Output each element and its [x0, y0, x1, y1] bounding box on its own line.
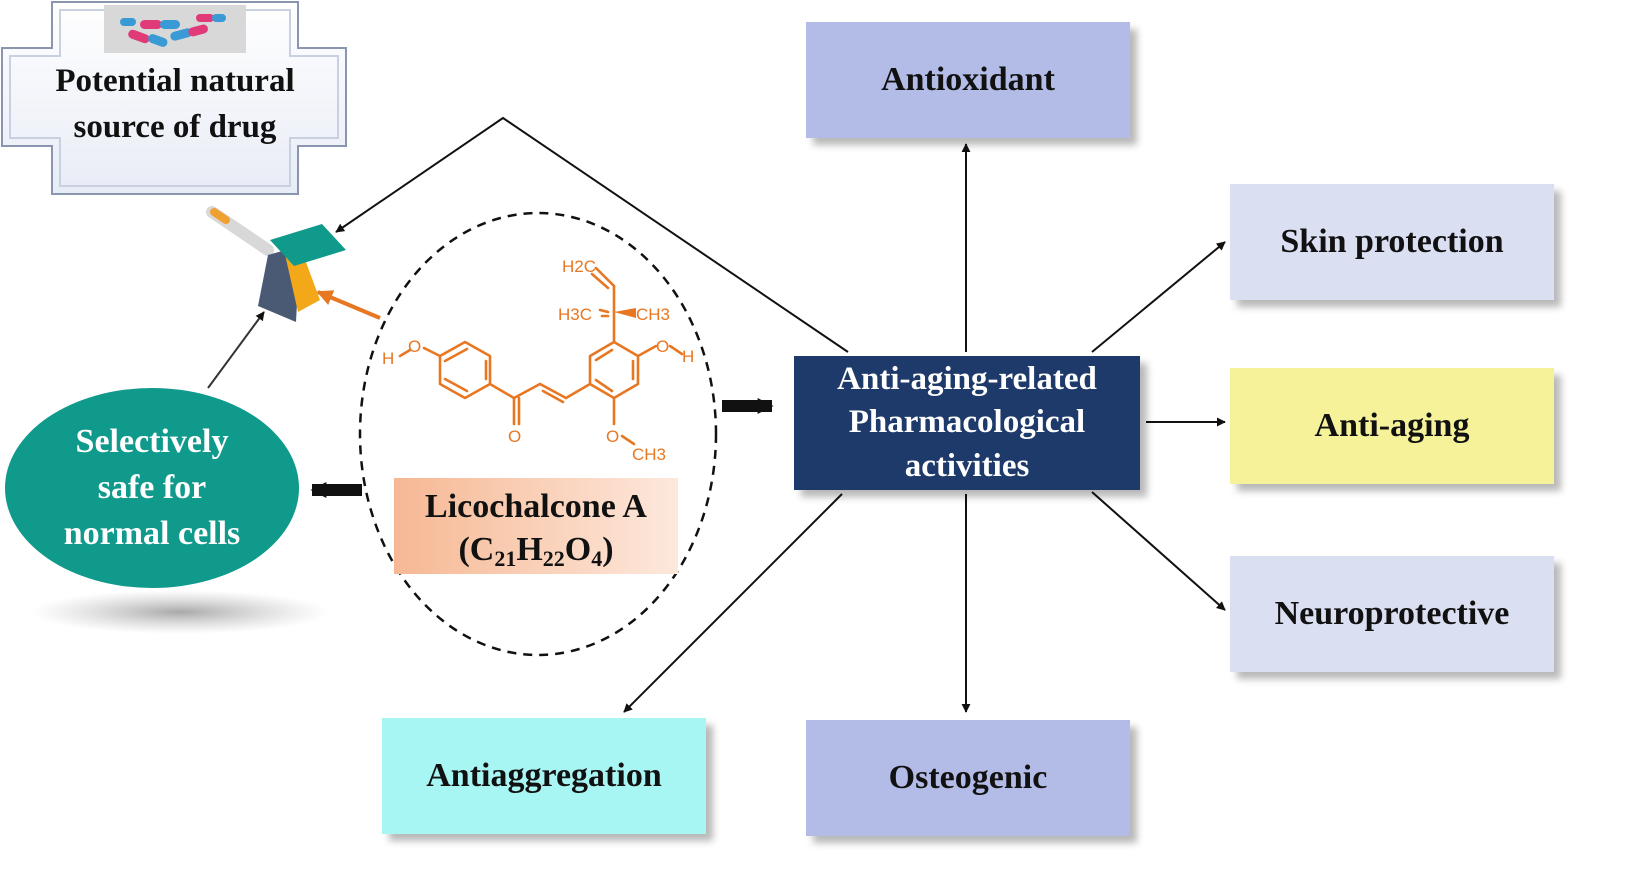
center-line1: Anti-aging-related [837, 360, 1097, 397]
safe-line3: normal cells [63, 514, 241, 552]
antiaggregation-label: Antiaggregation [426, 757, 662, 795]
skin-protection-label: Skin protection [1280, 223, 1504, 261]
molecule-ellipse [358, 211, 718, 657]
safe-line1: Selectively [75, 423, 229, 461]
arrow-antiaggregation [623, 493, 843, 713]
molecule-to-book-arrow [316, 290, 381, 320]
anti-aging-box: Anti-aging [1230, 368, 1554, 484]
arrow-skin-protection [1091, 241, 1226, 353]
arrow-neuroprotective [1091, 491, 1226, 611]
anti-aging-label: Anti-aging [1314, 407, 1470, 445]
compound-name: Licochalcone A [425, 488, 647, 525]
compound-label-band [394, 478, 678, 574]
compound-formula: (C21H22O4) [458, 530, 614, 571]
antioxidant-label: Antioxidant [881, 61, 1055, 99]
svg-text:O: O [508, 427, 521, 446]
return-connector [335, 116, 849, 353]
licochalcone-structure [398, 266, 684, 446]
center-line3: activities [904, 447, 1030, 484]
svg-text:H: H [682, 347, 694, 366]
capsules-icon [104, 5, 246, 53]
drug-source-line1: Potential natural [55, 63, 295, 99]
skin-protection-box: Skin protection [1230, 184, 1554, 300]
dropper-icon [206, 206, 274, 256]
svg-text:O: O [656, 337, 669, 356]
neuroprotective-box: Neuroprotective [1230, 556, 1554, 672]
svg-text:O: O [606, 427, 619, 446]
svg-text:CH3: CH3 [632, 445, 666, 464]
osteogenic-box: Osteogenic [806, 720, 1130, 836]
neuroprotective-label: Neuroprotective [1274, 595, 1510, 633]
drug-source-label: Potential natural source of drug [20, 58, 330, 150]
safe-to-book-arrow [207, 311, 265, 389]
center-line2: Pharmacological [848, 404, 1086, 441]
svg-text:H3C: H3C [558, 305, 592, 324]
antiaggregation-box: Antiaggregation [382, 718, 706, 834]
drug-source-line2: source of drug [73, 109, 277, 146]
safe-line2: safe for [97, 469, 207, 507]
compound-label: Licochalcone A (C21H22O4) [394, 486, 678, 572]
antioxidant-box: Antioxidant [806, 22, 1130, 138]
svg-text:O: O [408, 337, 421, 356]
open-book-icon [258, 224, 346, 322]
svg-text:H: H [382, 349, 394, 368]
osteogenic-label: Osteogenic [888, 759, 1048, 797]
svg-text:H2C: H2C [562, 257, 596, 276]
drug-plaque [1, 1, 347, 195]
svg-text:CH3: CH3 [636, 305, 670, 324]
safe-label: Selectively safe for normal cells [20, 418, 284, 558]
safe-ellipse [5, 388, 299, 588]
center-box: Anti-aging-related Pharmacological activ… [794, 356, 1140, 490]
structure-labels: H O O O H O CH3 H2C H3C CH3 [382, 257, 694, 464]
